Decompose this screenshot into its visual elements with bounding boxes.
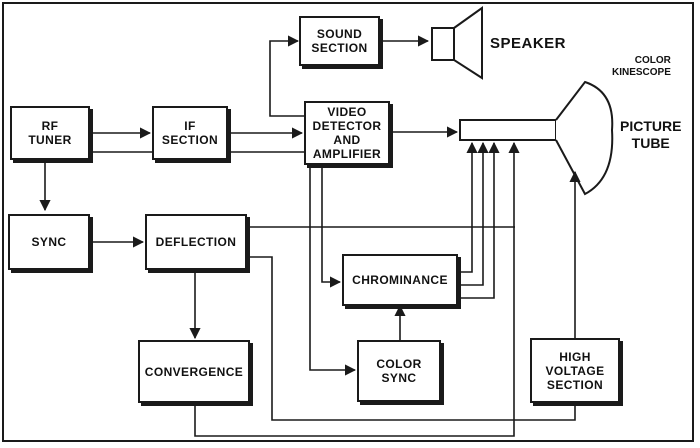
deflection-block: DEFLECTION <box>145 214 247 270</box>
wire-chroma-gun-1 <box>458 141 478 273</box>
chrominance-block: CHROMINANCE <box>342 254 458 306</box>
sound-section-block: SOUND SECTION <box>299 16 380 66</box>
high-voltage-block: HIGH VOLTAGE SECTION <box>530 338 620 403</box>
wire-video-chrominance <box>321 165 342 288</box>
wire-chroma-gun-2 <box>458 141 489 286</box>
wire-chroma-gun-3 <box>458 141 500 299</box>
picture-tube-icon <box>459 80 614 196</box>
wire-deflection-hv <box>247 256 576 421</box>
convergence-block: CONVERGENCE <box>138 340 250 403</box>
sync-block: SYNC <box>8 214 90 270</box>
color-sync-block: COLOR SYNC <box>357 340 441 402</box>
video-detector-block: VIDEO DETECTOR AND AMPLIFIER <box>304 101 390 165</box>
wire-video-colorsync <box>309 165 357 376</box>
picture-tube-label: PICTURE TUBE <box>620 118 682 151</box>
speaker-label: SPEAKER <box>490 35 567 52</box>
rf-tuner-block: RF TUNER <box>10 106 90 160</box>
speaker-icon <box>431 6 483 80</box>
diagram-frame <box>2 2 694 442</box>
if-section-block: IF SECTION <box>152 106 228 160</box>
color-kinescope-label: COLOR KINESCOPE <box>612 55 671 78</box>
wire-video-sound <box>269 35 305 117</box>
wire-convergence-tube <box>194 141 520 437</box>
wire-video-sync <box>39 151 305 212</box>
